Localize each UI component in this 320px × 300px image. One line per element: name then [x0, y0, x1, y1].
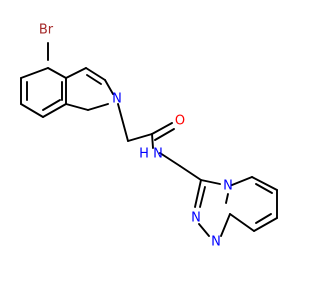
bond [154, 128, 175, 141]
bond [199, 186, 206, 208]
atom-label-n-triazole-2: N [211, 235, 221, 250]
bond [151, 133, 154, 149]
bond [20, 67, 49, 79]
bond [159, 152, 181, 167]
bond [42, 103, 67, 118]
atom-label-h-amide: H [139, 147, 149, 162]
bond [179, 165, 202, 181]
bond [194, 179, 202, 208]
bond [253, 217, 278, 232]
bond [47, 67, 67, 79]
bond-lines [20, 42, 278, 237]
bond [86, 74, 102, 85]
atom-label-o-carbonyl: O [175, 114, 185, 129]
atom-label-n-indole: N [112, 92, 122, 107]
bond [65, 103, 89, 111]
bond [229, 213, 255, 232]
bond [151, 122, 173, 135]
bond [255, 213, 272, 224]
atom-label-br: Br [39, 23, 54, 38]
bond [225, 193, 229, 204]
bond [200, 179, 221, 185]
bond [117, 103, 129, 142]
bond [65, 67, 87, 79]
bond [20, 103, 44, 118]
bond [220, 213, 231, 237]
bond [85, 67, 106, 81]
atom-label-n-triazole-fused: N [223, 179, 233, 194]
bond [104, 79, 114, 95]
bond [87, 103, 109, 111]
bond [42, 99, 61, 111]
bond [255, 183, 273, 194]
bond [127, 133, 153, 142]
bond [251, 176, 278, 191]
atom-label-n-amide: N [153, 147, 163, 162]
atom-labels: Br N O N H N N N [39, 23, 233, 250]
bond [198, 223, 210, 237]
molecule-structure-diagram: Br N O N H N N N [20, 23, 278, 250]
atom-label-n-triazole-1: N [191, 211, 201, 226]
bond [231, 176, 253, 186]
